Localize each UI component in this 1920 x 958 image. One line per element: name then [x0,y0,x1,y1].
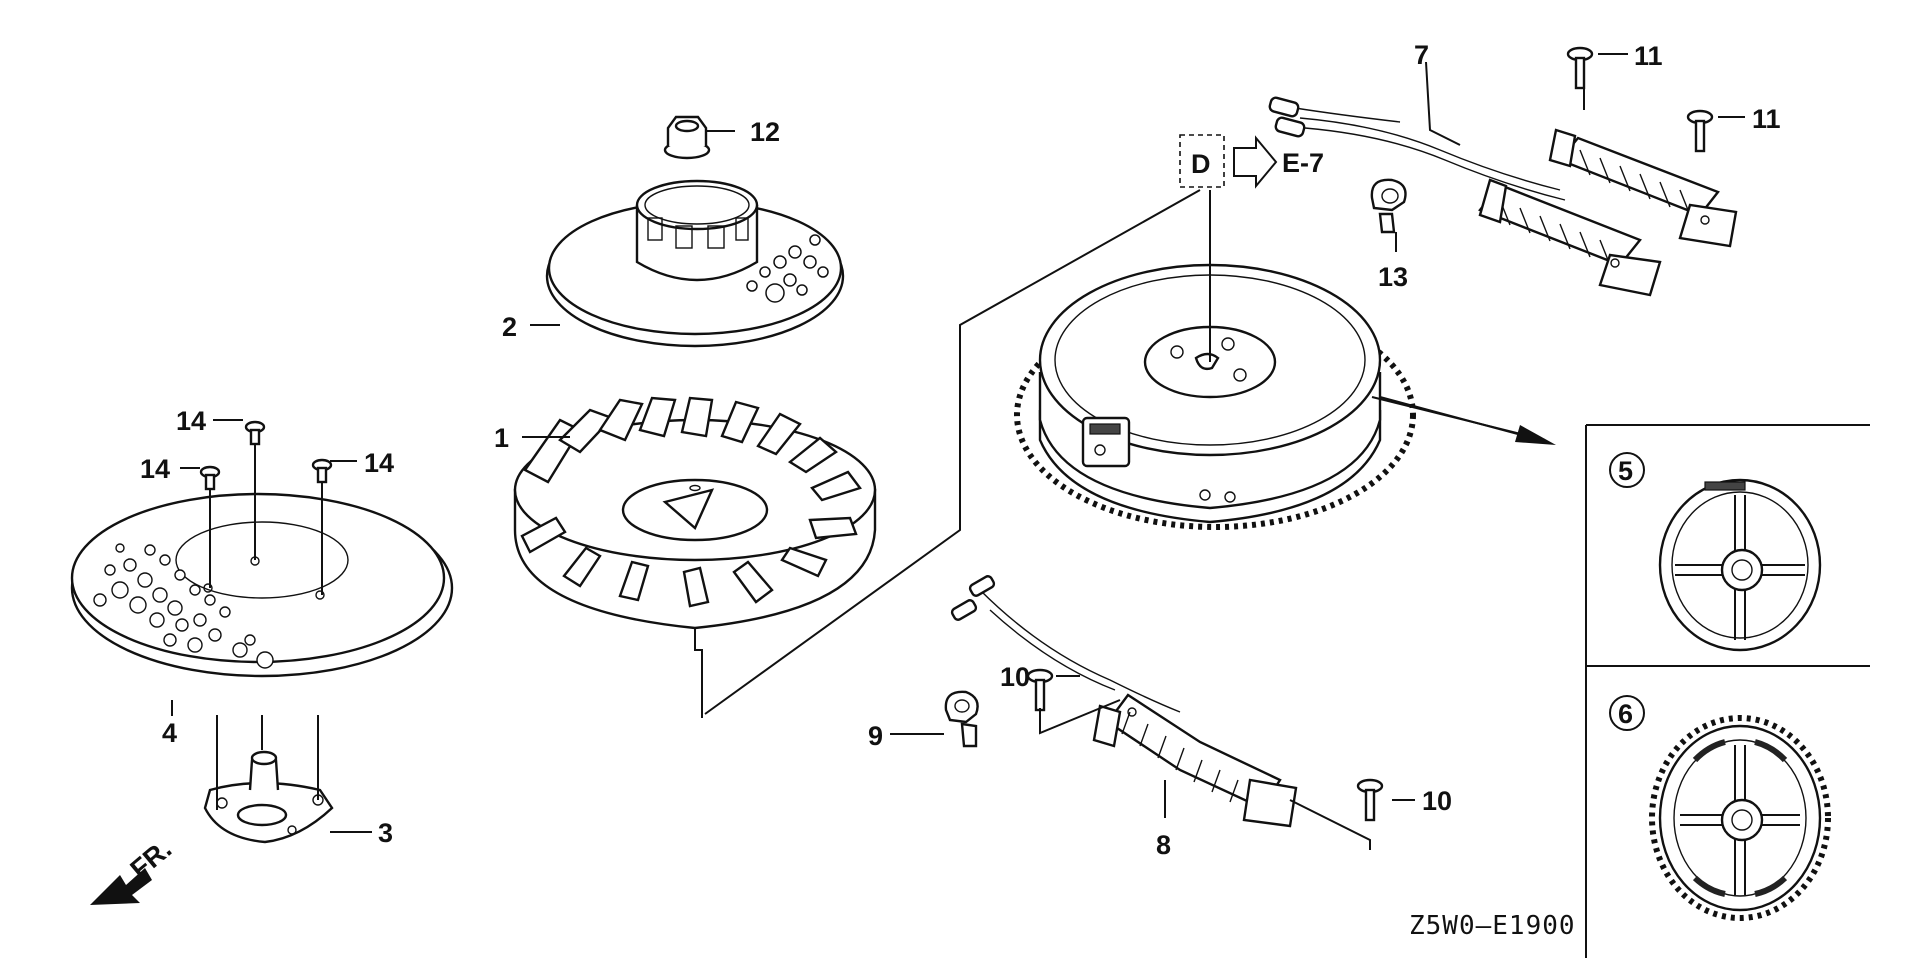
part-10-bolt-a[interactable] [1026,668,1054,712]
callout-14-a: 14 [176,406,206,436]
part-7-charge-coil[interactable] [1268,96,1738,297]
callout-12: 12 [750,117,780,147]
part-11-bolt-b[interactable] [1686,109,1714,153]
part-12-flange-nut[interactable] [663,115,711,160]
reference-callout: D E-7 [1179,134,1324,189]
part-8-ignition-coil[interactable] [950,575,1298,828]
callout-3: 3 [378,818,393,848]
leader-lines [171,53,1745,850]
part-14-screw-b[interactable] [199,465,221,491]
inset-variant-6[interactable]: 6 [1609,695,1831,921]
part-10-bolt-b[interactable] [1356,778,1384,822]
part-13-wire-clamp[interactable] [1370,178,1407,234]
callout-6: 6 [1618,699,1633,729]
callout-13: 13 [1378,262,1408,292]
callout-7: 7 [1414,40,1429,70]
part-11-bolt-a[interactable] [1566,46,1594,90]
callout-2: 2 [502,312,517,342]
callout-14-c: 14 [364,448,394,478]
part-2-starter-pulley[interactable] [545,179,845,348]
ref-box-letter: D [1191,149,1211,179]
callout-labels: 12 2 1 14 14 14 4 3 7 11 11 13 10 10 9 8 [140,40,1781,860]
inset-panel [1585,424,1870,958]
callout-5: 5 [1618,456,1633,486]
part-9-wire-clamp[interactable] [944,690,979,748]
front-direction-arrow: FR. [90,834,177,905]
callout-4: 4 [162,718,177,748]
callout-1: 1 [494,423,509,453]
callout-14-b: 14 [140,454,170,484]
part-14-screw-a[interactable] [244,420,266,446]
ref-label-e7[interactable]: E-7 [1282,148,1324,178]
inset-variant-5[interactable]: 5 [1609,452,1822,652]
callout-10-a: 10 [1000,662,1030,692]
part-1-cooling-fan[interactable] [513,396,877,630]
part-4-fan-shroud[interactable] [70,492,454,678]
callout-11-b: 11 [1752,104,1781,134]
flywheel[interactable] [1014,263,1416,530]
part-14-screw-c[interactable] [311,458,333,484]
inset-pointer-arrow [1379,396,1556,445]
front-label: FR. [125,834,178,885]
part-3-bracket[interactable] [203,750,334,844]
callout-9: 9 [868,721,883,751]
diagram-code: Z5W0—E1900 [1409,911,1576,941]
callout-8: 8 [1156,830,1171,860]
callout-10-b: 10 [1422,786,1452,816]
callout-11-a: 11 [1634,41,1663,71]
